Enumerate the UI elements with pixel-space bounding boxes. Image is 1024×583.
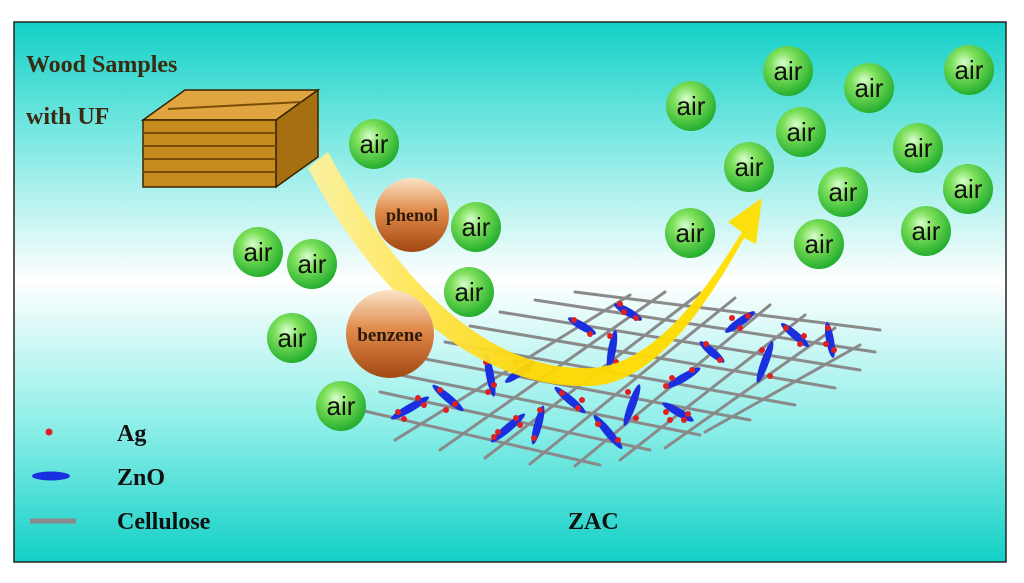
air-label: air: [954, 174, 983, 204]
phenol-molecule: phenol: [375, 178, 449, 252]
legend-cellulose: Cellulose: [117, 509, 211, 535]
air-label: air: [327, 391, 356, 421]
air-molecule: air: [316, 381, 366, 431]
air-label: air: [278, 323, 307, 353]
air-molecule: air: [724, 142, 774, 192]
zac-label: ZAC: [568, 509, 619, 535]
air-molecule: air: [776, 107, 826, 157]
legend-zno: ZnO: [117, 465, 165, 491]
air-molecule: air: [233, 227, 283, 277]
air-label: air: [955, 55, 984, 85]
legend: Ag ZnO Cellulose: [30, 421, 211, 535]
air-molecule: air: [287, 239, 337, 289]
air-molecule: air: [818, 167, 868, 217]
air-molecule: air: [901, 206, 951, 256]
air-label: air: [298, 249, 327, 279]
benzene-molecule: benzene: [346, 290, 434, 378]
air-molecule: air: [444, 267, 494, 317]
zno-legend-marker: [32, 471, 70, 481]
wood-block: [140, 88, 321, 189]
air-molecule: air: [893, 123, 943, 173]
air-label: air: [244, 237, 273, 267]
air-label: air: [360, 129, 389, 159]
air-molecule: air: [349, 119, 399, 169]
air-molecule: air: [665, 208, 715, 258]
air-molecule: air: [763, 46, 813, 96]
benzene-label: benzene: [357, 325, 422, 346]
title-line-2: with UF: [26, 104, 109, 130]
air-label: air: [462, 212, 491, 242]
air-label: air: [676, 218, 705, 248]
air-molecule: air: [844, 63, 894, 113]
air-molecule: air: [666, 81, 716, 131]
air-molecule: air: [944, 45, 994, 95]
air-label: air: [455, 277, 484, 307]
air-label: air: [805, 229, 834, 259]
title-line-1: Wood Samples: [26, 52, 177, 78]
air-molecule: air: [267, 313, 317, 363]
air-label: air: [787, 117, 816, 147]
air-molecule: air: [451, 202, 501, 252]
legend-ag: Ag: [117, 421, 146, 447]
air-label: air: [855, 73, 884, 103]
air-label: air: [829, 177, 858, 207]
air-molecule: air: [794, 219, 844, 269]
air-label: air: [735, 152, 764, 182]
zno-ag-particles: [390, 301, 837, 450]
ag-legend-marker: [45, 428, 53, 436]
phenol-label: phenol: [386, 205, 438, 225]
flow-arrow: [308, 152, 762, 387]
air-label: air: [774, 56, 803, 86]
air-label: air: [677, 91, 706, 121]
air-molecule: air: [943, 164, 993, 214]
air-label: air: [912, 216, 941, 246]
air-label: air: [904, 133, 933, 163]
